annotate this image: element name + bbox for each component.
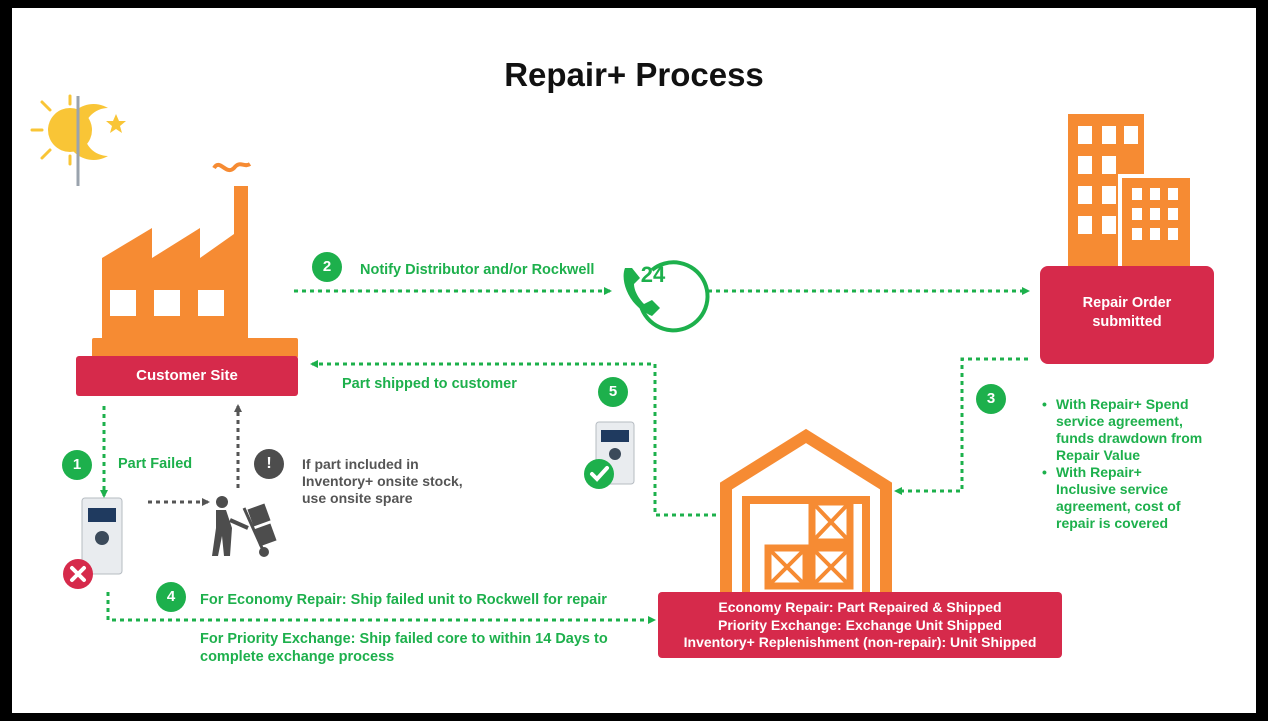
- outcome-economy: Economy Repair: Part Repaired & Shipped: [718, 599, 1002, 615]
- step-2-label: Notify Distributor and/or Rockwell: [360, 262, 595, 278]
- outcome-box: Economy Repair: Part Repaired & Shipped …: [658, 592, 1062, 658]
- step-4-label: For Economy Repair: Ship failed unit to …: [200, 592, 607, 608]
- diagram-graphics: [30, 94, 1194, 624]
- warehouse-icon: [720, 428, 892, 598]
- onsite-spare-badge: !: [254, 449, 284, 479]
- page-title: Repair+ Process: [504, 56, 764, 93]
- step-3-badge: 3: [976, 384, 1006, 414]
- hand-truck-worker-icon: [212, 496, 277, 557]
- step-3-note-inclusive: With Repair+ Inclusive service agreement…: [1042, 464, 1202, 532]
- factory-icon: [92, 162, 298, 358]
- phone-24-badge: 24: [640, 262, 666, 287]
- day-night-icon: [30, 94, 126, 186]
- repair-order-line-2: submitted: [1092, 314, 1162, 330]
- step-3-note-spend: With Repair+ Spend service agreement, fu…: [1042, 396, 1202, 464]
- outcome-inventory: Inventory+ Replenishment (non-repair): U…: [683, 634, 1037, 650]
- customer-site-label: Customer Site: [136, 367, 238, 384]
- step-2-badge: 2: [312, 252, 342, 282]
- step-3-notes: With Repair+ Spend service agreement, fu…: [1042, 396, 1202, 532]
- diagram-canvas: Repair+ Process: [12, 8, 1256, 713]
- repair-order-line-1: Repair Order: [1082, 295, 1172, 311]
- phone-24h-icon: [623, 260, 710, 333]
- office-buildings-icon: [1068, 114, 1194, 272]
- onsite-spare-note: If part included in Inventory+ onsite st…: [302, 456, 463, 506]
- outcome-priority: Priority Exchange: Exchange Unit Shipped: [718, 616, 1002, 633]
- step-4-badge: 4: [156, 582, 186, 612]
- return-label: Part shipped to customer: [342, 376, 517, 392]
- step-1-label: Part Failed: [118, 456, 193, 472]
- replacement-drive-icon: [584, 421, 635, 489]
- step-4-sub: For Priority Exchange: Ship failed core …: [200, 631, 608, 665]
- step-1-badge: 1: [62, 450, 92, 480]
- customer-site-box: Customer Site: [76, 356, 298, 396]
- step-5-badge: 5: [598, 377, 628, 407]
- repair-order-box: Repair Order submitted: [1040, 266, 1214, 364]
- failed-drive-icon: [63, 497, 123, 589]
